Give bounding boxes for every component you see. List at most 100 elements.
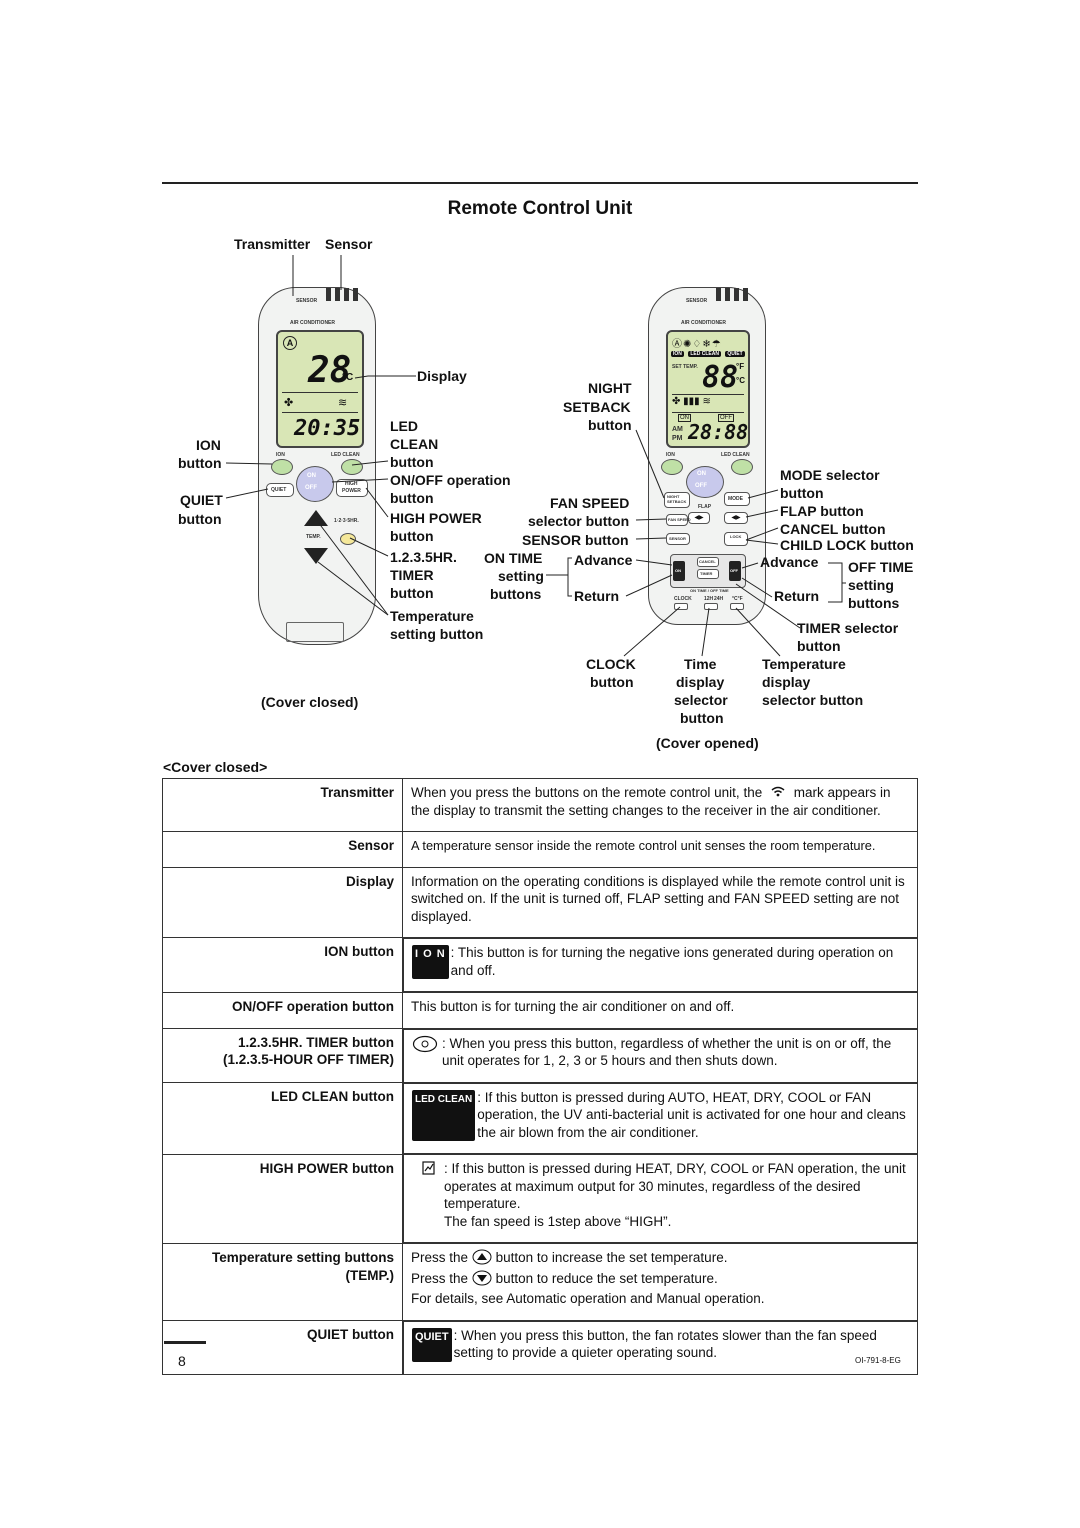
sensor-marking: SENSOR: [296, 298, 318, 304]
table-heading: <Cover closed>: [163, 759, 268, 775]
table-row: QUIET button QUIET : When you press this…: [162, 1319, 918, 1375]
label-return-right: Return: [774, 588, 820, 604]
led-clean-button-opened[interactable]: [731, 459, 753, 475]
row-key: QUIET button: [162, 1319, 403, 1375]
label-high-power-button: button: [390, 528, 434, 544]
transmitter-window-opened: [716, 288, 750, 302]
quiet-button[interactable]: QUIET: [266, 483, 294, 497]
row-desc: I O N : This button is for turning the n…: [403, 938, 918, 992]
high-power-button[interactable]: HIGH POWER: [336, 479, 368, 497]
timer-panel: ON OFF CANCEL TIMER: [670, 554, 746, 588]
row-desc: Press the button to increase the set tem…: [402, 1243, 918, 1321]
led-clean-marking-opened: LED CLEAN: [721, 452, 750, 458]
cancel-button[interactable]: CANCEL: [697, 557, 719, 567]
row-desc: Information on the operating conditions …: [402, 866, 918, 938]
quiet-tag-icon: QUIET: [412, 1327, 452, 1362]
label-ion: ION: [196, 437, 221, 453]
label-clock-button: button: [590, 674, 634, 690]
caption-cover-opened: (Cover opened): [656, 735, 759, 751]
description-table: Transmitter When you press the buttons o…: [162, 778, 918, 1375]
on-time-button[interactable]: ON: [673, 561, 685, 581]
lcd-display: A 28 °C ✤ ≋ 20:35: [276, 330, 364, 448]
row-desc: A temperature sensor inside the remote c…: [402, 831, 918, 868]
clock-button[interactable]: [674, 603, 688, 610]
temp-down-button[interactable]: [304, 548, 328, 564]
label-advance-right: Advance: [760, 554, 819, 570]
celsius-mark: °C: [736, 376, 745, 385]
label-clean: CLEAN: [390, 436, 439, 452]
flap-left-button[interactable]: ◀▶: [688, 512, 710, 524]
led-clean-tag-icon: LED CLEAN: [412, 1089, 476, 1141]
label-advance-left: Advance: [574, 552, 633, 568]
row-desc: QUIET : When you press this button, the …: [403, 1320, 918, 1375]
sensor-marking-opened: SENSOR: [686, 298, 708, 304]
label-temperature-display-1: Temperature: [762, 656, 846, 672]
night-setback-button[interactable]: NIGHT SETBACK: [664, 492, 690, 508]
off-time-button[interactable]: OFF: [729, 561, 741, 581]
row-desc: This button is for turning the air condi…: [402, 992, 918, 1029]
timer-button-icon: [412, 1035, 438, 1070]
label-led-button: button: [390, 454, 434, 470]
header-rule: [162, 182, 918, 184]
row-key: Temperature setting buttons (TEMP.): [162, 1243, 403, 1321]
lcd-clock-opened: 28:88: [688, 420, 749, 444]
label-timer-2: TIMER: [390, 567, 434, 583]
label-return-left: Return: [574, 588, 620, 604]
label-mode-button: button: [780, 485, 824, 501]
auto-mode-icon: A: [283, 336, 297, 350]
lcd-tags: ION LED CLEAN QUIET: [671, 351, 745, 357]
air-conditioner-marking-opened: AIR CONDITIONER: [681, 320, 726, 326]
lcd-temperature: 28: [308, 350, 352, 391]
page-number: 8: [178, 1353, 186, 1369]
label-temperature-display-3: selector button: [762, 692, 864, 708]
timer-button[interactable]: [340, 533, 356, 545]
cf-marking: °C°F: [732, 596, 743, 602]
flap-right-button[interactable]: ◀▶: [724, 512, 748, 524]
label-time-button: button: [680, 710, 724, 726]
mode-button[interactable]: MODE: [724, 492, 750, 506]
label-temp-setting-button: setting button: [390, 626, 484, 642]
ion-button-opened[interactable]: [661, 459, 683, 475]
row-desc: LED CLEAN : If this button is pressed du…: [403, 1082, 918, 1154]
label-fan-speed-selector: selector button: [528, 513, 630, 529]
on-off-button-opened[interactable]: ON OFF: [686, 466, 724, 498]
label-temperature-display-2: display: [762, 674, 811, 690]
label-clock: CLOCK: [586, 656, 636, 672]
temp-down-icon: [472, 1270, 492, 1291]
flap-marking: FLAP: [698, 504, 712, 510]
label-fan-speed: FAN SPEED: [550, 495, 630, 511]
table-row: HIGH POWER button : If this button is pr…: [162, 1153, 918, 1244]
fan-speed-button[interactable]: FAN SPEED: [666, 514, 691, 526]
label-onoff-button: button: [390, 490, 434, 506]
label-sensor: Sensor: [325, 236, 373, 252]
table-row: Temperature setting buttons (TEMP.) Pres…: [162, 1243, 918, 1321]
label-time: Time: [684, 656, 717, 672]
label-cancel-button: CANCEL button: [780, 521, 886, 537]
sensor-button[interactable]: SENSOR: [666, 533, 690, 545]
flap-icon: ≋: [338, 397, 348, 409]
lcd-clock: 20:35: [294, 416, 361, 441]
doc-code: OI-791-8-EG: [855, 1356, 901, 1365]
time-display-selector-button[interactable]: [704, 603, 718, 610]
timer-selector-button[interactable]: TIMER: [697, 569, 719, 579]
label-child-lock-button: CHILD LOCK button: [780, 537, 914, 553]
on-box: ON: [678, 414, 691, 422]
temp-up-button[interactable]: [304, 510, 328, 526]
page-title: Remote Control Unit: [447, 198, 633, 219]
label-timer-selector: TIMER selector: [797, 620, 899, 636]
led-clean-button[interactable]: [341, 459, 363, 475]
row-key: LED CLEAN button: [162, 1082, 403, 1155]
leader-lines: [225, 255, 846, 657]
ion-button[interactable]: [271, 459, 293, 475]
label-temperature: Temperature: [390, 608, 474, 624]
row-key: ION button: [162, 937, 403, 993]
on-off-button[interactable]: ON OFF: [296, 466, 334, 502]
label-off-buttons: buttons: [848, 595, 900, 611]
lcd-temperature-opened: 88: [702, 360, 739, 395]
table-row: ION button I O N : This button is for tu…: [162, 937, 918, 993]
row-key: 1.2.3.5HR. TIMER button (1.2.3.5-HOUR OF…: [162, 1027, 403, 1083]
label-timer-selector-button: button: [797, 638, 841, 654]
label-off-setting: setting: [848, 577, 894, 593]
h24-marking: 24H: [714, 596, 724, 602]
label-quiet: QUIET: [180, 492, 223, 508]
